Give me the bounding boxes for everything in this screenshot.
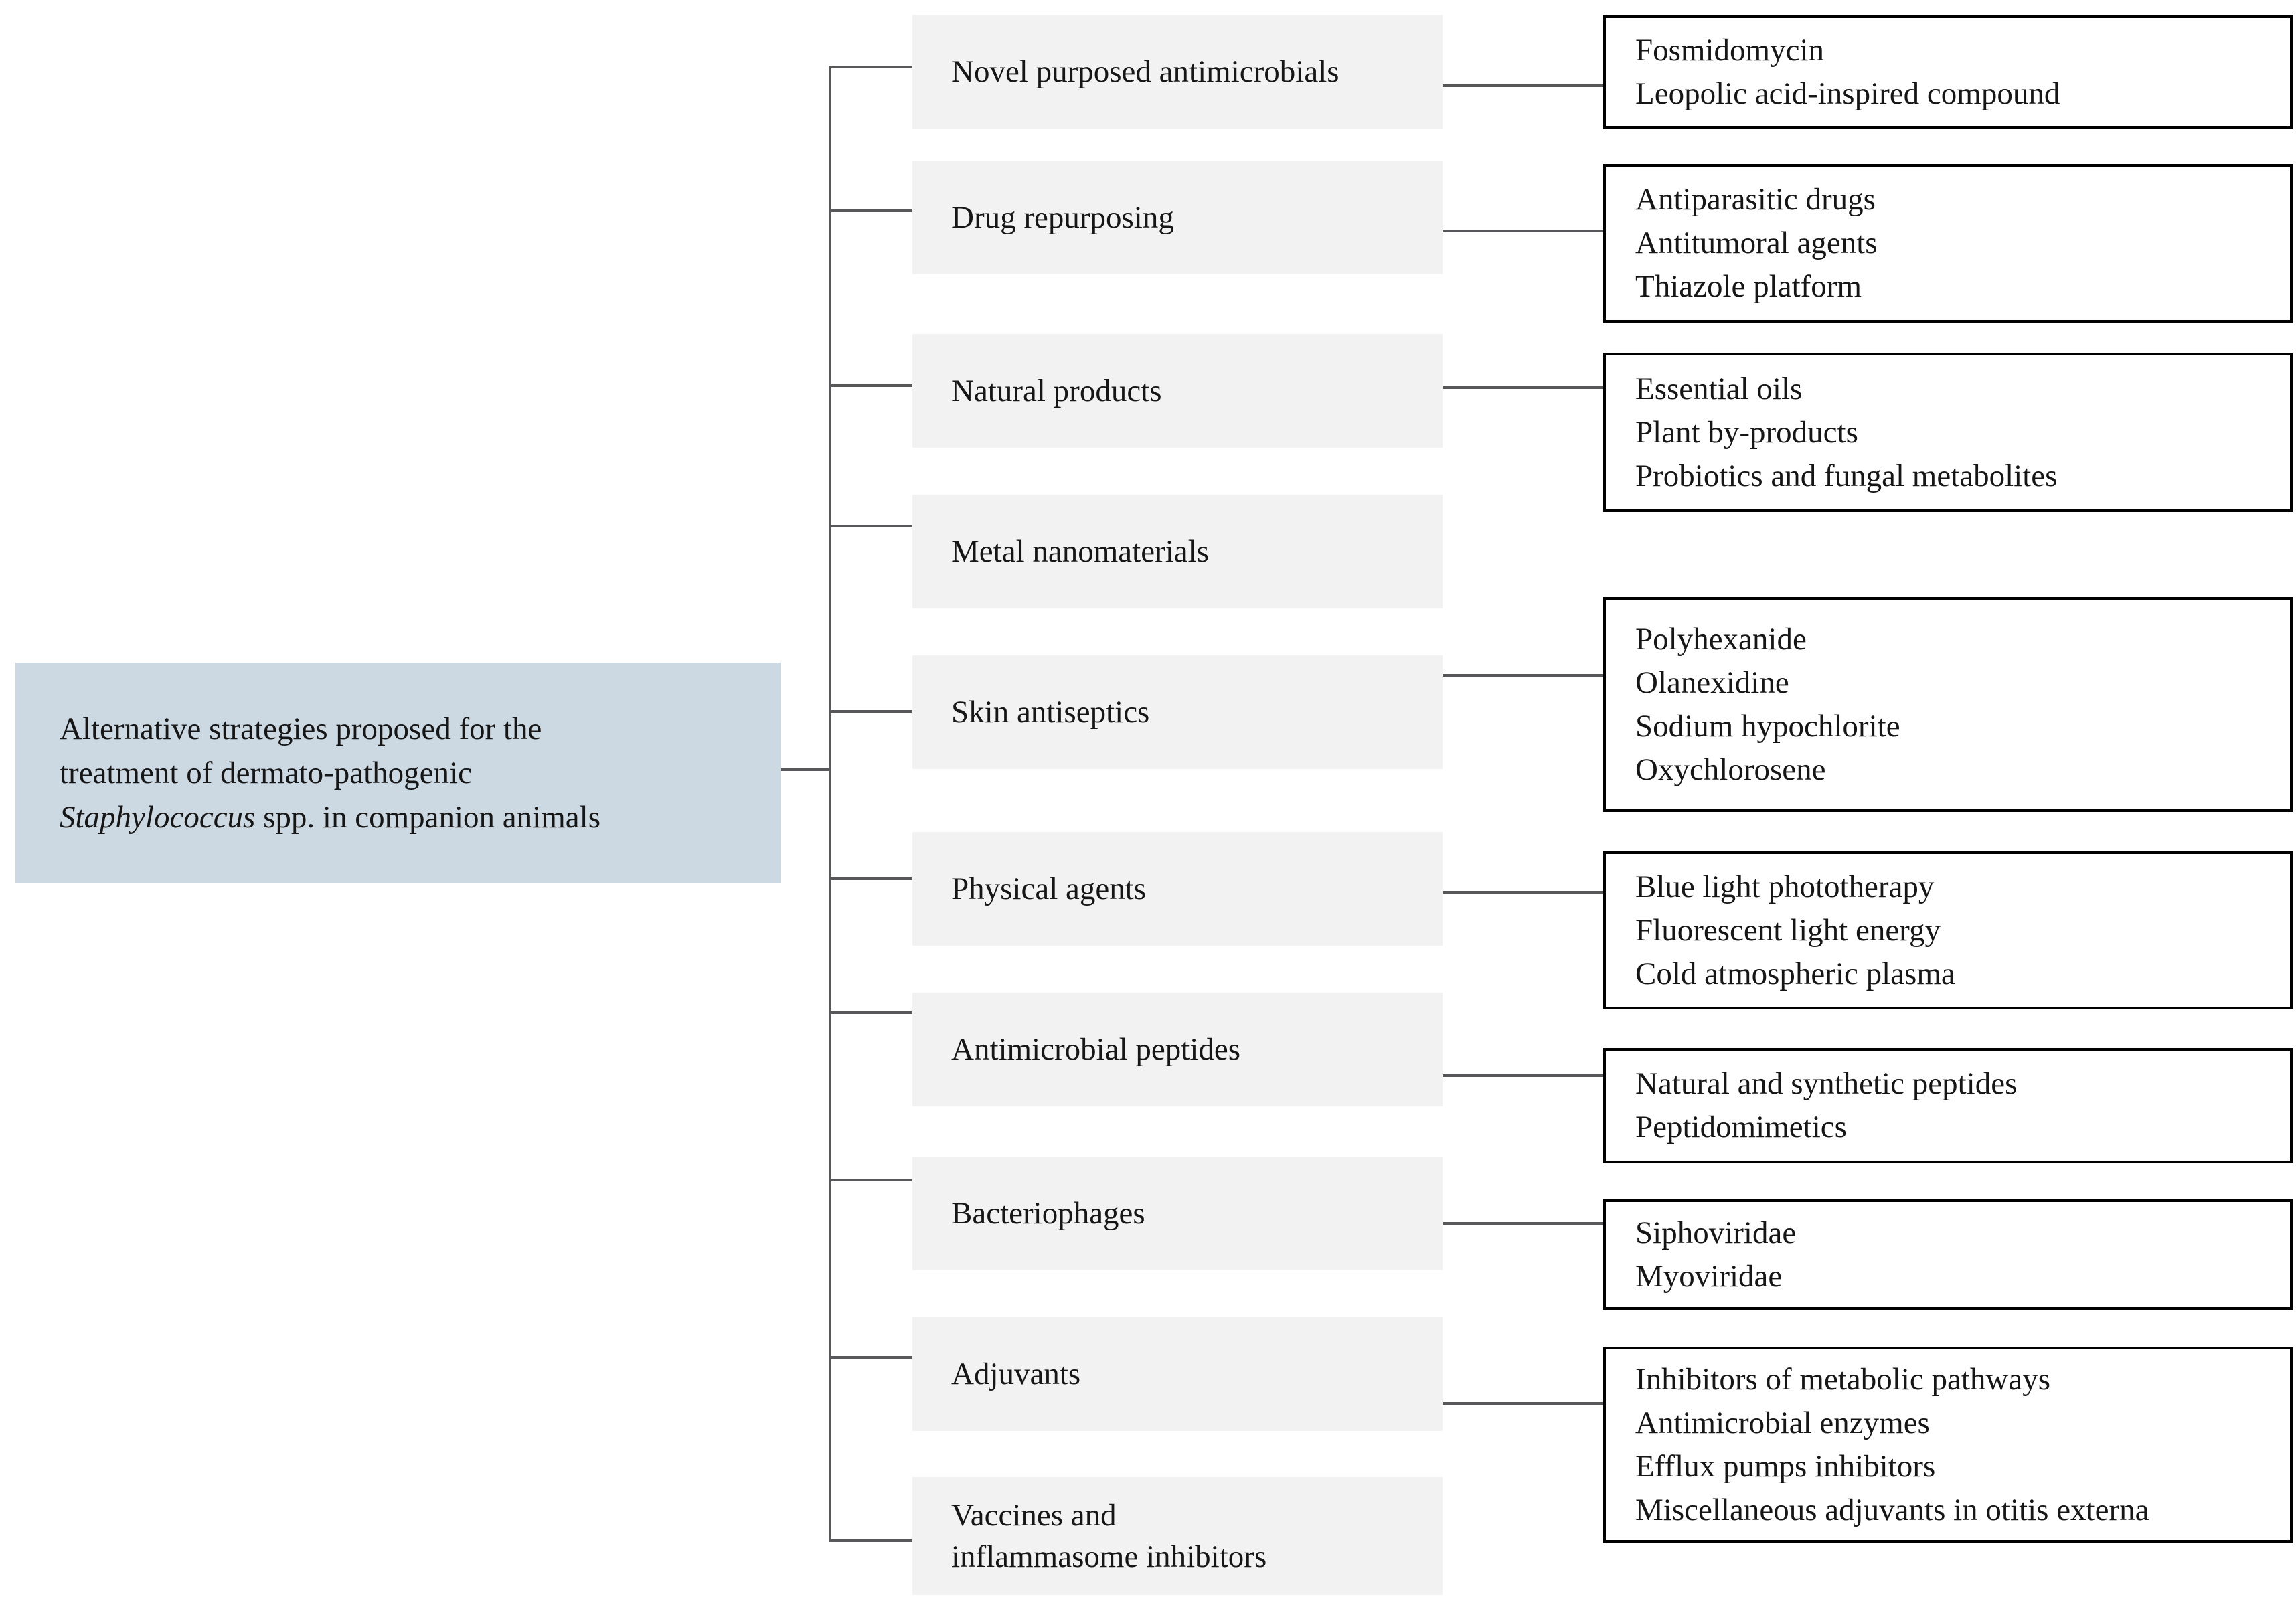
detail-item: Probiotics and fungal metabolites [1635, 458, 2058, 493]
connector-stub-skin-antiseptics [829, 710, 912, 713]
detail-antimicrobial-peptides: Natural and synthetic peptides Peptidomi… [1603, 1048, 2293, 1163]
branch-drug-repurposing: Drug repurposing [912, 161, 1443, 274]
connector-detail-antimicrobial-peptides [1443, 1074, 1603, 1077]
branch-skin-antiseptics: Skin antiseptics [912, 655, 1443, 769]
detail-item: Essential oils [1635, 371, 1803, 406]
detail-item: Antitumoral agents [1635, 226, 1878, 260]
detail-skin-antiseptics: Polyhexanide Olanexidine Sodium hypochlo… [1603, 597, 2293, 812]
connector-detail-adjuvants [1443, 1402, 1603, 1405]
connector-detail-drug-repurposing [1443, 230, 1603, 232]
detail-natural-products: Essential oils Plant by-products Probiot… [1603, 353, 2293, 512]
connector-stub-bacteriophages [829, 1179, 912, 1181]
detail-item: Natural and synthetic peptides [1635, 1066, 2018, 1101]
detail-item: Blue light phototherapy [1635, 869, 1935, 904]
detail-item: Oxychlorosene [1635, 752, 1826, 787]
detail-drug-repurposing: Antiparasitic drugs Antitumoral agents T… [1603, 164, 2293, 323]
detail-item: Antimicrobial enzymes [1635, 1405, 1930, 1440]
connector-detail-skin-antiseptics [1443, 674, 1603, 677]
connector-detail-natural-products [1443, 386, 1603, 389]
detail-item: Peptidomimetics [1635, 1110, 1847, 1145]
detail-item: Efflux pumps inhibitors [1635, 1448, 1936, 1484]
detail-item: Inhibitors of metabolic pathways [1635, 1361, 2050, 1397]
detail-item: Thiazole platform [1635, 269, 1862, 304]
detail-item: Myoviridae [1635, 1258, 1783, 1294]
connector-stub-novel-purposed-antimicrobials [829, 66, 912, 68]
connector-stub-adjuvants [829, 1356, 912, 1359]
detail-item: Miscellaneous adjuvants in otitis extern… [1635, 1492, 2149, 1527]
root-label-line1: Alternative strategies proposed for the [60, 711, 542, 746]
connector-root-to-spine [781, 768, 831, 771]
detail-item: Cold atmospheric plasma [1635, 956, 1955, 991]
detail-adjuvants: Inhibitors of metabolic pathways Antimic… [1603, 1347, 2293, 1543]
root-node-label: Alternative strategies proposed for the … [60, 707, 600, 839]
branch-bacteriophages: Bacteriophages [912, 1157, 1443, 1270]
detail-item: Polyhexanide [1635, 621, 1807, 657]
branch-natural-products: Natural products [912, 334, 1443, 448]
branch-metal-nanomaterials: Metal nanomaterials [912, 495, 1443, 608]
connector-detail-novel-purposed-antimicrobials [1443, 84, 1603, 87]
connector-spine [829, 66, 831, 1542]
connector-stub-natural-products [829, 384, 912, 387]
connector-stub-physical-agents [829, 877, 912, 880]
detail-item: Antiparasitic drugs [1635, 182, 1876, 217]
branch-physical-agents: Physical agents [912, 832, 1443, 946]
branch-adjuvants: Adjuvants [912, 1317, 1443, 1431]
connector-stub-vaccines [829, 1539, 912, 1542]
root-label-line3-rest: spp. in companion animals [255, 800, 600, 835]
connector-detail-bacteriophages [1443, 1222, 1603, 1225]
connector-stub-drug-repurposing [829, 209, 912, 212]
branch-novel-purposed-antimicrobials: Novel purposed antimicrobials [912, 15, 1443, 129]
root-node: Alternative strategies proposed for the … [15, 663, 781, 883]
detail-item: Sodium hypochlorite [1635, 708, 1900, 744]
detail-item: Olanexidine [1635, 665, 1789, 700]
connector-stub-antimicrobial-peptides [829, 1011, 912, 1014]
detail-physical-agents: Blue light phototherapy Fluorescent ligh… [1603, 851, 2293, 1009]
root-label-line2: treatment of dermato-pathogenic [60, 756, 472, 790]
detail-bacteriophages: Siphoviridae Myoviridae [1603, 1199, 2293, 1310]
detail-item: Plant by-products [1635, 414, 1858, 450]
detail-item: Leopolic acid-inspired compound [1635, 76, 2060, 111]
detail-novel-purposed-antimicrobials: Fosmidomycin Leopolic acid-inspired comp… [1603, 15, 2293, 129]
branch-antimicrobial-peptides: Antimicrobial peptides [912, 993, 1443, 1106]
root-label-genus-italic: Staphylococcus [60, 800, 256, 835]
detail-item: Siphoviridae [1635, 1215, 1797, 1250]
branch-vaccines-inflammasome-inhibitors: Vaccines and inflammasome inhibitors [912, 1477, 1443, 1595]
connector-stub-metal-nanomaterials [829, 525, 912, 527]
detail-item: Fosmidomycin [1635, 33, 1825, 68]
connector-detail-physical-agents [1443, 891, 1603, 894]
detail-item: Fluorescent light energy [1635, 912, 1941, 948]
